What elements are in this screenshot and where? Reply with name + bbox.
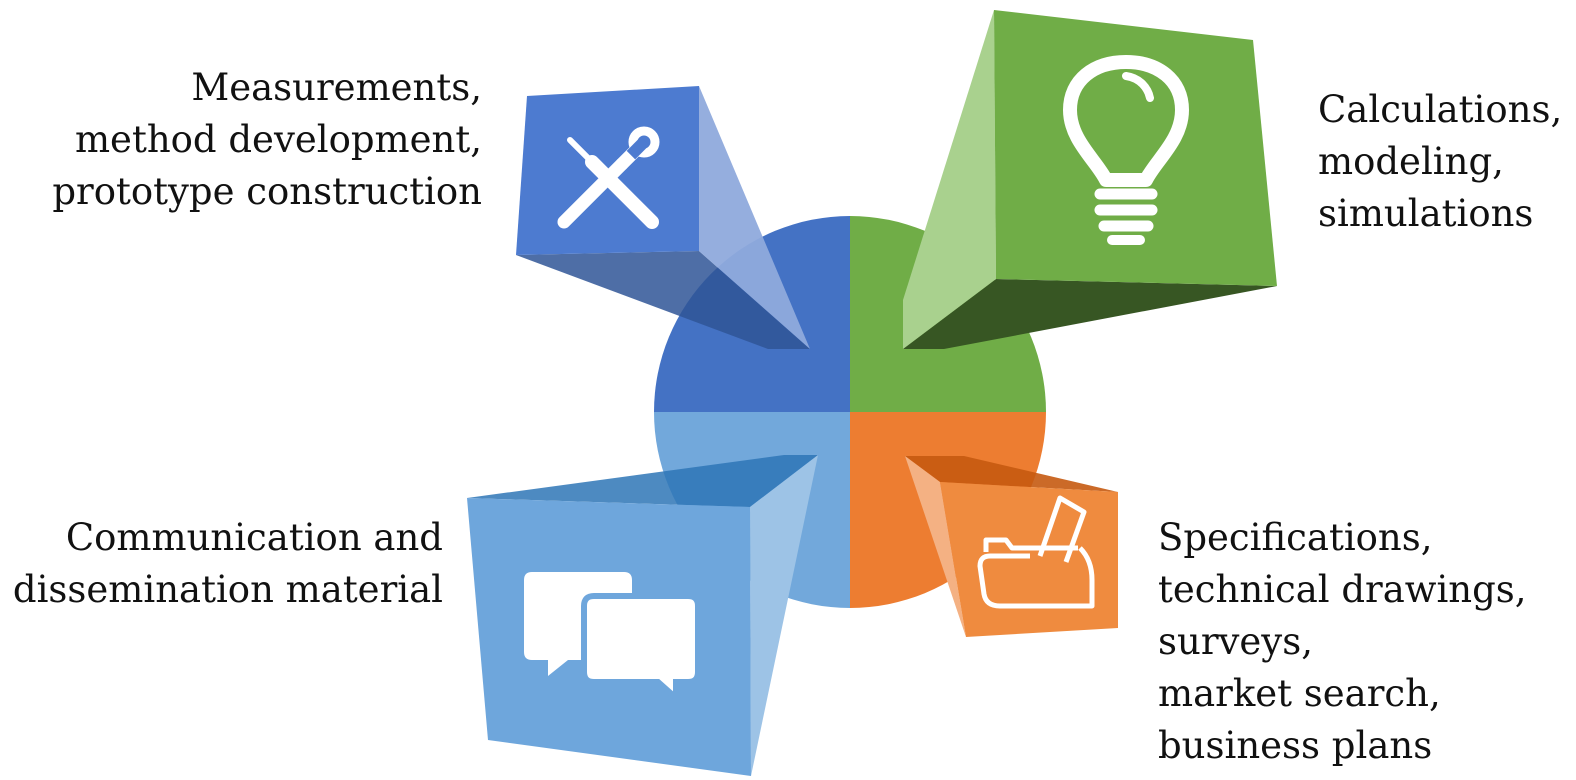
label-line: prototype construction (52, 170, 482, 213)
box-specifications (905, 456, 1118, 637)
label-line: Measurements, (191, 66, 482, 109)
label-measurements: Measurements, method development, protot… (52, 62, 482, 218)
label-line: Specifications, (1158, 516, 1433, 559)
box-calculations (903, 10, 1277, 349)
tools-icon (557, 126, 660, 229)
label-communication: Communication and dissemination material (13, 512, 443, 616)
label-line: technical drawings, (1158, 568, 1527, 611)
label-line: modeling, (1318, 140, 1504, 183)
label-line: market search, (1158, 672, 1441, 715)
box-measurements (516, 86, 810, 349)
folder-icon (977, 495, 1095, 609)
box-communication (467, 455, 818, 776)
label-specifications: Specifications, technical drawings, surv… (1158, 512, 1527, 772)
label-line: surveys, (1158, 620, 1313, 663)
label-calculations: Calculations, modeling, simulations (1318, 84, 1562, 240)
label-line: simulations (1318, 192, 1534, 235)
label-line: method development, (74, 118, 482, 161)
lightbulb-icon (1063, 55, 1189, 245)
label-line: Calculations, (1318, 88, 1563, 131)
label-line: business plans (1158, 724, 1433, 767)
speech-bubbles-icon (524, 572, 701, 705)
label-line: Communication and (65, 516, 443, 559)
label-line: dissemination material (12, 568, 443, 611)
